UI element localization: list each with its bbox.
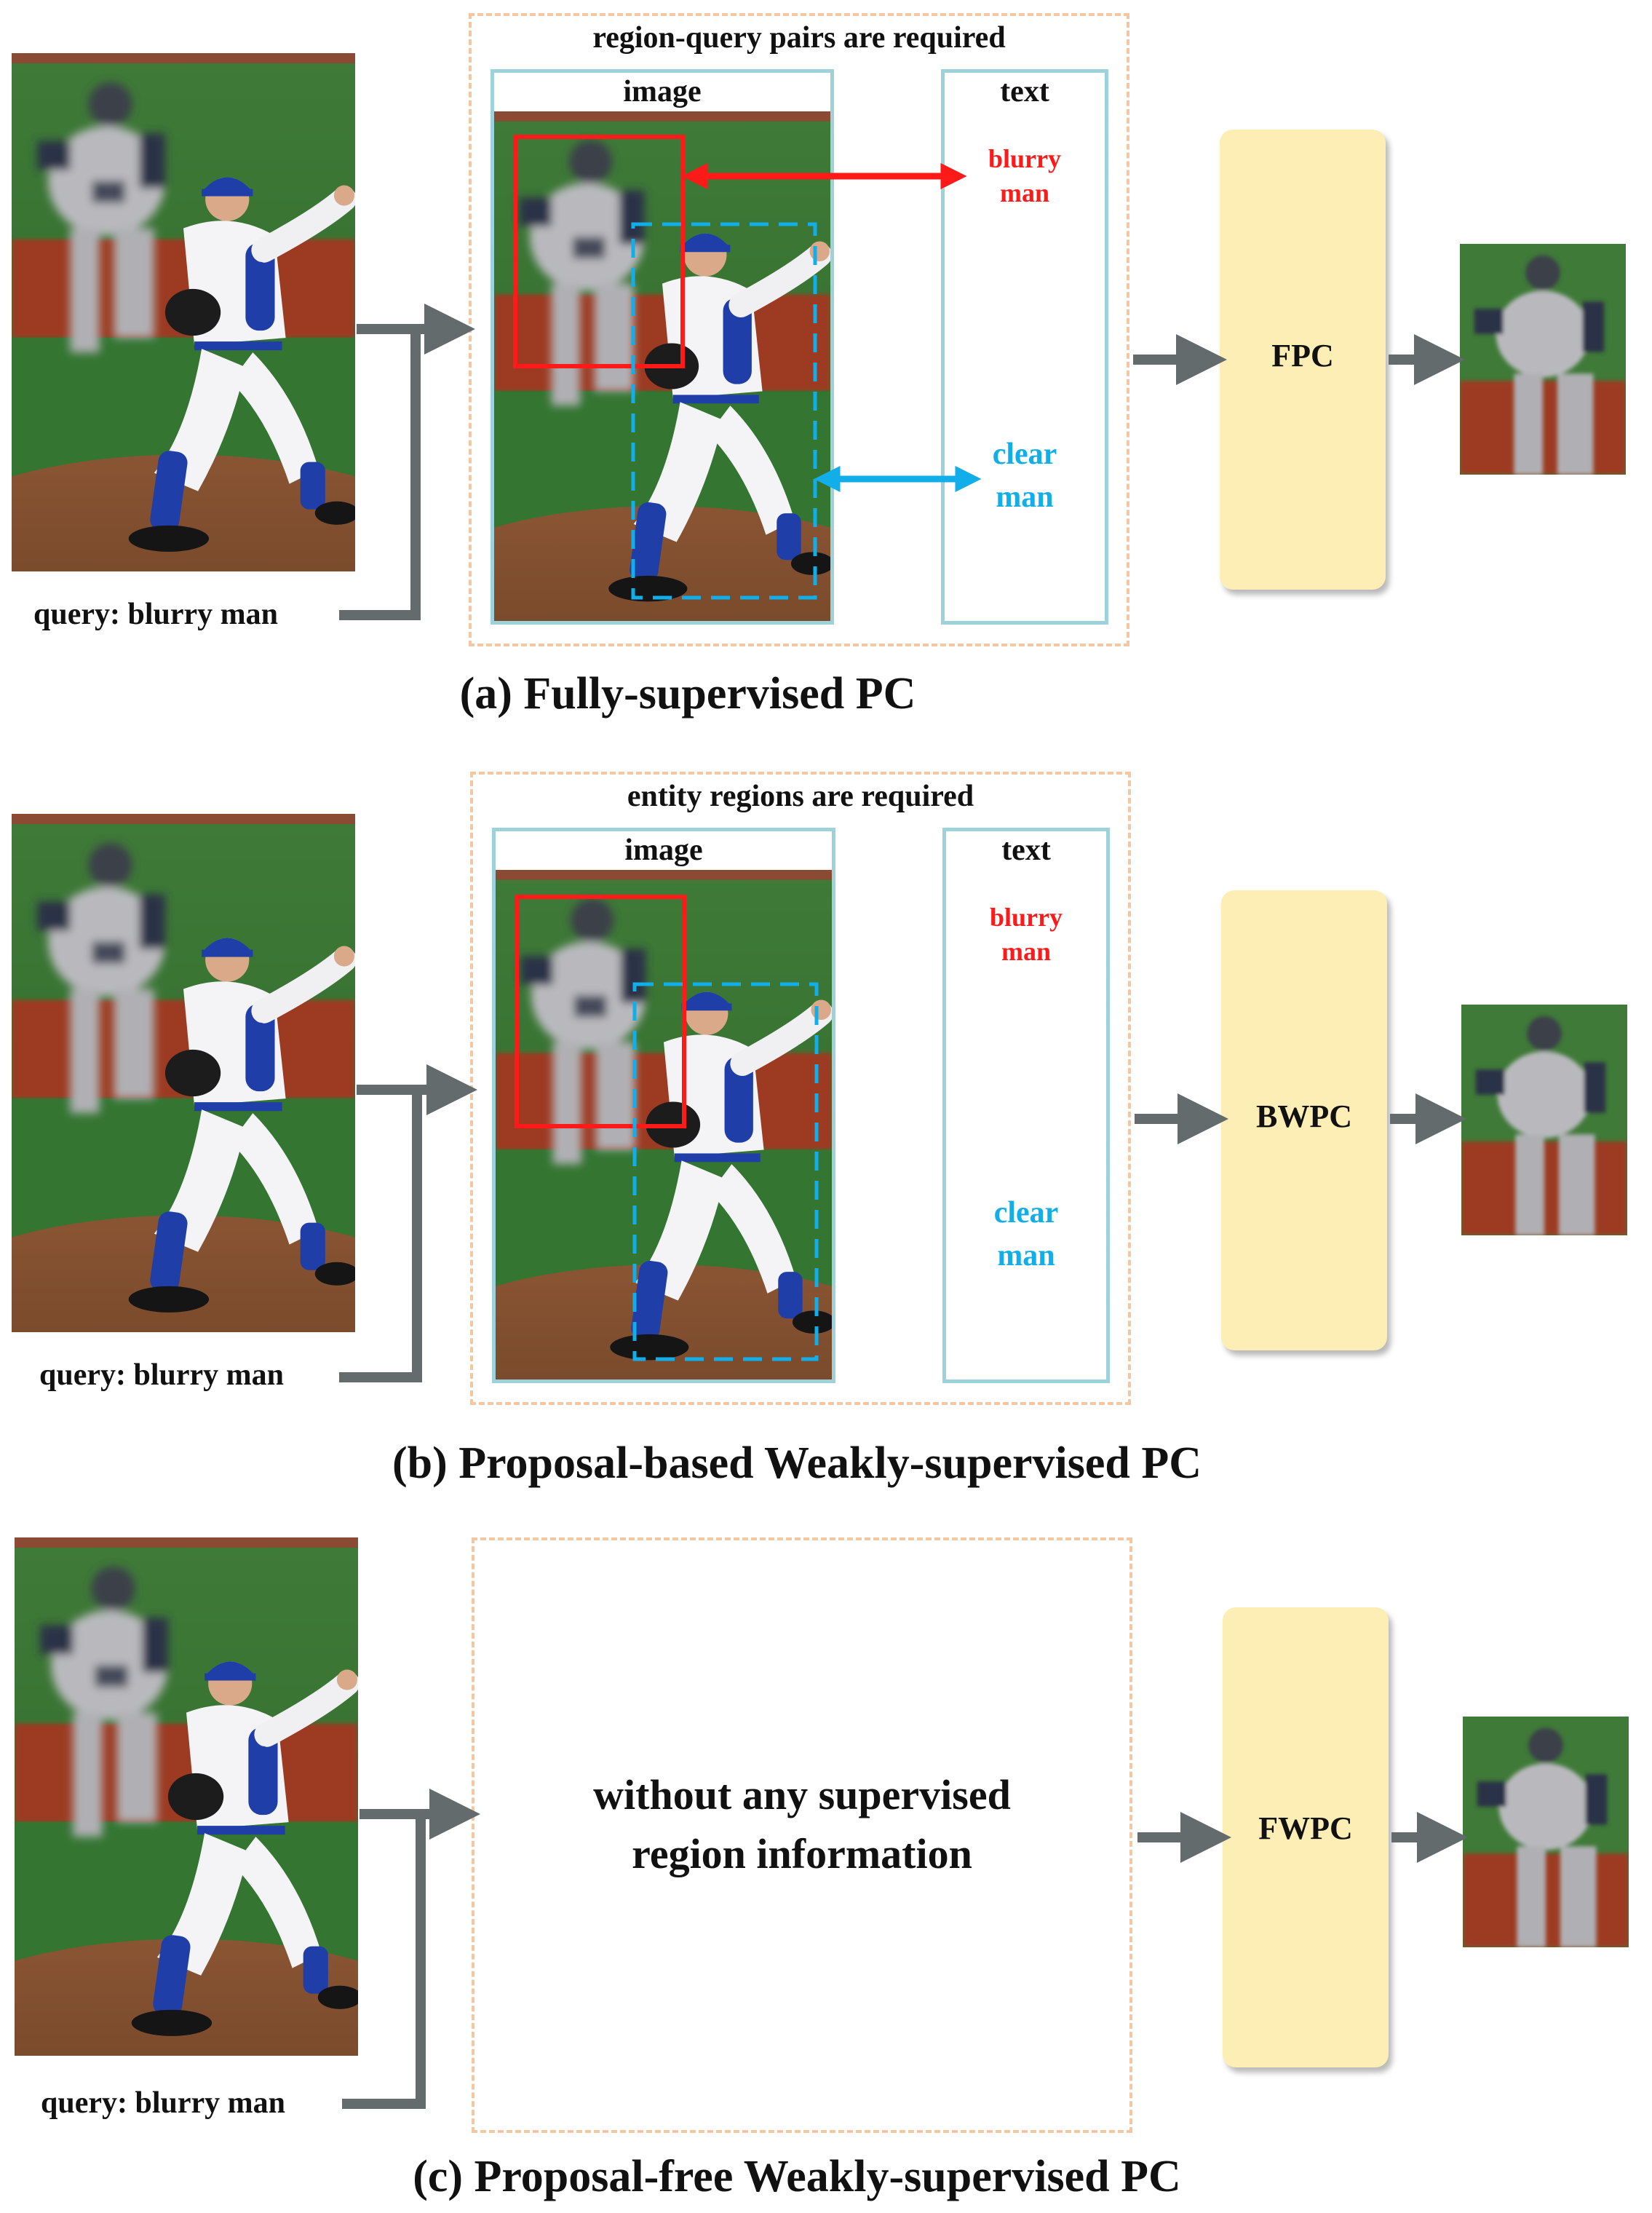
query-text: query: blurry man [33, 598, 278, 631]
panel-a: query: blurry man region-query pairs are… [0, 0, 1652, 728]
caption: (a) Fully-supervised PC [459, 669, 916, 718]
fwpc-module: FWPC [1223, 1607, 1389, 2067]
module-label: FWPC [1258, 1810, 1353, 1846]
caption: (c) Proposal-free Weakly-supervised PC [413, 2152, 1181, 2201]
text-label: text [1000, 75, 1049, 108]
output-crop [1463, 1717, 1629, 1947]
caption: (b) Proposal-based Weakly-supervised PC [392, 1438, 1202, 1488]
query-text: query: blurry man [39, 1358, 284, 1392]
module-label: FPC [1271, 338, 1334, 373]
image-label: image [623, 75, 702, 108]
module-label: BWPC [1256, 1098, 1352, 1134]
text-box: text [942, 828, 1110, 1383]
frame-title: entity regions are required [627, 780, 974, 813]
query-text: query: blurry man [41, 2086, 285, 2120]
panel-b: query: blurry man entity regions are req… [0, 761, 1652, 1489]
panel-c: query: blurry man without any supervised… [0, 1485, 1652, 2213]
output-crop [1461, 1005, 1627, 1235]
panel-b-connectors [339, 895, 1466, 1382]
text-box: text [941, 69, 1108, 625]
frame-message: without any supervised region informatio… [593, 1771, 1011, 1878]
frame-title: region-query pairs are required [592, 21, 1006, 55]
panel-a-connectors [339, 135, 1465, 620]
fpc-module: FPC [1220, 130, 1386, 590]
bwpc-module: BWPC [1221, 890, 1387, 1350]
image-label: image [624, 834, 703, 867]
text-label: text [1001, 834, 1051, 867]
panel-c-connectors [342, 1789, 1468, 2109]
output-crop [1460, 244, 1626, 475]
